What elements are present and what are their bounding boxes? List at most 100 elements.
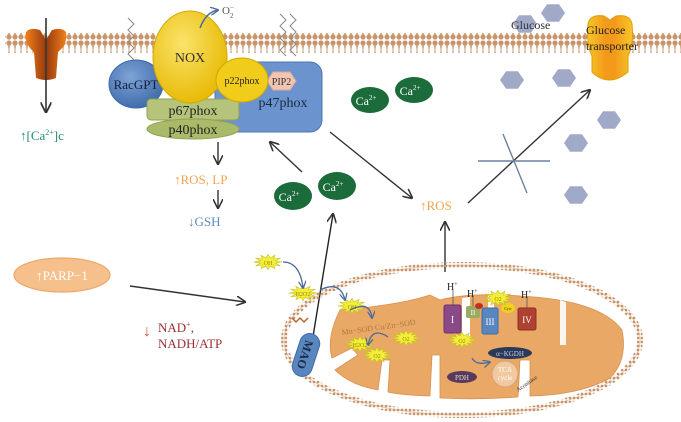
akgdh-label: α−KGDH	[496, 350, 524, 358]
superoxide-label: O−2	[222, 4, 234, 20]
glucose-hexagon	[500, 71, 524, 89]
ros-star-label: O2	[402, 337, 409, 343]
cytochrome-c	[501, 303, 515, 313]
lipid-anchor	[127, 17, 135, 61]
o2-to-h2o2-arrow	[368, 332, 389, 345]
pdh-label: PDH	[455, 374, 469, 382]
calcium-ion: Ca2+	[395, 77, 433, 103]
ros-label: ↑ROS	[420, 198, 452, 213]
glucose-hexagon	[552, 69, 576, 87]
coenzyme-q	[475, 303, 483, 309]
h2o2-to-oh-arrow	[319, 286, 345, 300]
proton-label: H+	[447, 282, 458, 293]
up-arrow-icon: ↑	[20, 128, 27, 143]
oh-to-sod-arrow	[349, 305, 372, 318]
mao-to-calcium-arrow	[309, 214, 333, 356]
mao-receptor	[291, 316, 309, 324]
proton-label: H+	[521, 290, 532, 301]
glucose-transporter-label: Glucose	[586, 23, 625, 37]
glucose-hexagon	[541, 4, 565, 22]
p67phox-label: p67phox	[169, 104, 218, 119]
ros-star-label: OH	[264, 261, 273, 267]
nox-to-ros-arrow	[329, 131, 412, 198]
superoxide-arrow	[199, 10, 218, 29]
proton-pumps	[452, 290, 528, 308]
ros-star-label: O2	[373, 354, 380, 360]
ros-star-label: H2O2	[296, 292, 311, 298]
p22phox	[215, 57, 269, 103]
glucose-hexagon	[597, 111, 621, 129]
ros-star-icon: O2	[362, 346, 392, 364]
akgdh	[488, 347, 532, 359]
nox	[152, 10, 228, 104]
p22phox-label: p22phox	[225, 76, 260, 87]
inhibition-cross-icon	[478, 133, 550, 194]
svg-text:III: III	[486, 317, 495, 327]
cytochrome-c-label: Cytc	[504, 306, 512, 311]
svg-text:I: I	[451, 315, 454, 326]
oh-cycle-arrow	[282, 261, 303, 288]
glucose-transporter-label: transporter	[586, 39, 638, 53]
mitochondrion	[281, 262, 643, 418]
ros-lp-label: ↑ROS, LP	[174, 172, 227, 187]
pip2-label: PIP2	[272, 77, 291, 88]
svg-text:II: II	[471, 309, 476, 317]
pdh	[447, 371, 477, 383]
ros-star-icon: OH	[253, 253, 283, 271]
cytosolic-calcium-label: ↑[Ca2+]c	[20, 128, 64, 143]
plasma-membrane	[5, 33, 681, 53]
p47phox-label: p47phox	[259, 96, 308, 111]
ros-star-icon: O2	[483, 289, 513, 307]
up-arrow-icon: ↑	[174, 172, 181, 187]
glucose-transporter	[587, 15, 633, 81]
calcium-to-nox-arrow	[270, 142, 303, 173]
calcium-ion: Ca2+	[351, 87, 389, 113]
parp1-oval	[13, 257, 111, 293]
lipid-anchor	[279, 13, 287, 57]
ros-to-glut-arrow	[467, 90, 590, 204]
lipid-anchor	[289, 13, 297, 57]
ros-star-icon: H2O2	[288, 284, 318, 302]
tca-cycle	[491, 360, 519, 388]
complex-iii: III	[481, 307, 499, 335]
complex-ii: II	[466, 306, 480, 318]
svg-text:Ca2+: Ca2+	[400, 84, 421, 98]
nadh-atp-label: NADH/ATP	[158, 336, 222, 351]
nox-complex: PIP2 p47phox RacGPT p67phox p40phox NOX …	[108, 10, 323, 140]
tca-label: TCA	[498, 366, 512, 374]
parp-to-mito-arrow	[129, 285, 245, 302]
nox-label: NOX	[175, 51, 205, 66]
gsh-label: ↓GSH	[188, 214, 221, 229]
p40phox-label: p40phox	[169, 123, 218, 138]
ros-star-label: O2	[494, 297, 501, 303]
ros-star-icon: O2	[447, 331, 477, 349]
tca-arrow	[471, 357, 490, 363]
up-arrow-icon: ↑	[420, 198, 427, 213]
complex-iv: IV	[517, 307, 537, 331]
ros-star-label: O2	[458, 339, 465, 345]
calcium-ion: Ca2+	[318, 172, 356, 200]
p40phox	[146, 118, 240, 140]
svg-text:Ca2+: Ca2+	[279, 190, 300, 204]
mao: MAO	[291, 333, 321, 377]
up-arrow-icon: ↑	[36, 268, 43, 283]
racgpt-label: RacGPT	[114, 77, 159, 92]
glucose-label: Glucose	[511, 18, 550, 32]
glucose-molecules	[500, 4, 621, 204]
nad-down-arrow-icon: ↓	[143, 323, 151, 340]
parp1-label: ↑PARP−1	[36, 268, 88, 283]
svg-text:Ca2+: Ca2+	[356, 94, 377, 108]
mitochondrial-matrix	[329, 294, 624, 400]
glucose-hexagon	[564, 134, 588, 152]
glucose-hexagon	[564, 186, 588, 204]
tca-label: cycle	[498, 374, 513, 382]
ros-star-icon: OH	[337, 297, 367, 315]
calcium-ion: Ca2+	[274, 182, 312, 210]
svg-text:IV: IV	[522, 315, 532, 325]
down-arrow-icon: ↓	[188, 214, 195, 229]
complex-i: I	[443, 304, 462, 334]
nad-label: NAD+,	[158, 320, 194, 335]
ros-star-icon: H2O2	[345, 335, 375, 353]
proton-label: H+	[467, 289, 478, 300]
